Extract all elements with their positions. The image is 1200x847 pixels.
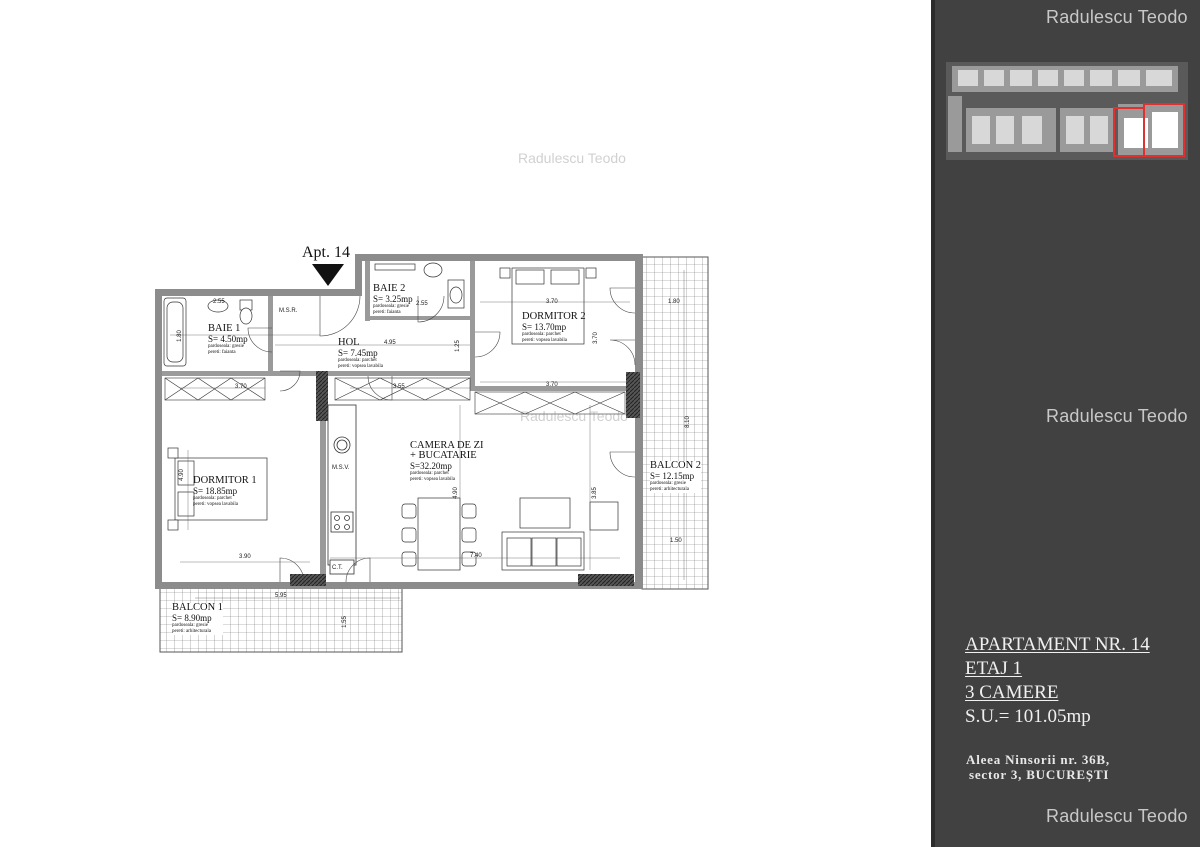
dim-label: 4.90 [452, 487, 459, 499]
dim-label: 1.50 [670, 538, 682, 544]
dimension-lines [170, 270, 685, 599]
room-label-balcon-2: BALCON 2 S= 12.15mp pardoseala: gresie p… [650, 460, 702, 493]
interior-walls [162, 261, 635, 582]
building-key-plan [946, 62, 1188, 160]
dim-label: 3.70 [546, 382, 558, 388]
dim-label: 1.25 [454, 340, 461, 352]
floor-plan [150, 240, 730, 660]
room-label-balcon-1: BALCON 1 S= 8.90mp pardoseala: gresie pe… [172, 602, 224, 635]
dining-set [401, 497, 477, 571]
bathroom-2-fixtures [374, 262, 465, 309]
balcony-2 [641, 256, 709, 590]
dim-label: 3.70 [592, 332, 599, 344]
room-label-hol: HOL S= 7.45mp pardoseala: parchet pereti… [338, 337, 383, 369]
bathroom-1-fixtures [163, 297, 253, 367]
dim-label: 4.90 [178, 469, 185, 481]
apartment-area: S.U.= 101.05mp [965, 706, 1091, 727]
watermark-bottom: Radulescu Teodo [1046, 806, 1188, 826]
dim-label: 2.55 [416, 301, 428, 307]
tag-ct: C.T. [332, 565, 343, 571]
columns [290, 371, 640, 586]
outer-walls [155, 254, 643, 589]
address-line-2: sector 3, BUCUREȘTI [969, 767, 1110, 782]
apartment-address: Aleea Ninsorii nr. 36B, sector 3, BUCURE… [966, 752, 1110, 782]
entry-arrow-icon [312, 264, 344, 286]
plan-watermark-mid: Radulescu Teodo [520, 408, 628, 424]
dim-label: 4.95 [384, 340, 396, 346]
dim-label: 2.55 [213, 299, 225, 305]
wardrobes [164, 377, 626, 415]
dim-label: 3.85 [591, 487, 598, 499]
dim-label: 3.90 [239, 554, 251, 560]
apartment-entry-label: Apt. 14 [302, 244, 350, 261]
dim-label: 1.80 [176, 330, 183, 342]
apartment-info: APARTAMENT NR. 14 ETAJ 1 3 CAMERE S.U.= … [965, 633, 1150, 729]
doors [247, 287, 636, 583]
tag-msr: M.S.R. [279, 308, 298, 314]
apartment-title: APARTAMENT NR. 14 [965, 634, 1150, 655]
dim-label: 1.55 [341, 616, 348, 628]
bed-bedroom-1 [167, 447, 268, 531]
dim-label: 3.70 [546, 299, 558, 305]
watermark-middle: Radulescu Teodo [1046, 406, 1188, 426]
address-line-1: Aleea Ninsorii nr. 36B, [966, 752, 1110, 767]
dim-label: 5.95 [275, 593, 287, 599]
kitchen [327, 404, 357, 575]
tag-msv: M.S.V. [332, 465, 350, 471]
room-label-dormitor-1: DORMITOR 1 S= 18.85mp pardoseala: parche… [193, 475, 257, 507]
dim-label: 3.70 [235, 384, 247, 390]
dim-label: 1.80 [668, 299, 680, 305]
apartment-rooms: 3 CAMERE [965, 682, 1059, 703]
room-label-camera-de-zi: CAMERA DE ZI + BUCATARIE S=32.20mp pardo… [410, 440, 484, 482]
apartment-floor: ETAJ 1 [965, 658, 1023, 679]
plan-watermark-center: Radulescu Teodo [518, 150, 626, 166]
floor-plan-drawing [155, 254, 709, 653]
room-label-baie-1: BAIE 1 S= 4.50mp pardoseala: gresie pere… [208, 323, 248, 355]
dim-label: 3.55 [393, 384, 405, 390]
bed-bedroom-2 [499, 267, 597, 345]
room-label-baie-2: BAIE 2 S= 3.25mp pardoseala: gresie pere… [373, 283, 413, 315]
room-label-dormitor-2: DORMITOR 2 S= 13.70mp pardoseala: parche… [522, 311, 586, 343]
living-furniture [501, 497, 619, 571]
dim-label: 8.10 [684, 416, 691, 428]
watermark-top: Radulescu Teodo [1046, 7, 1188, 27]
dim-label: 7.40 [470, 553, 482, 559]
